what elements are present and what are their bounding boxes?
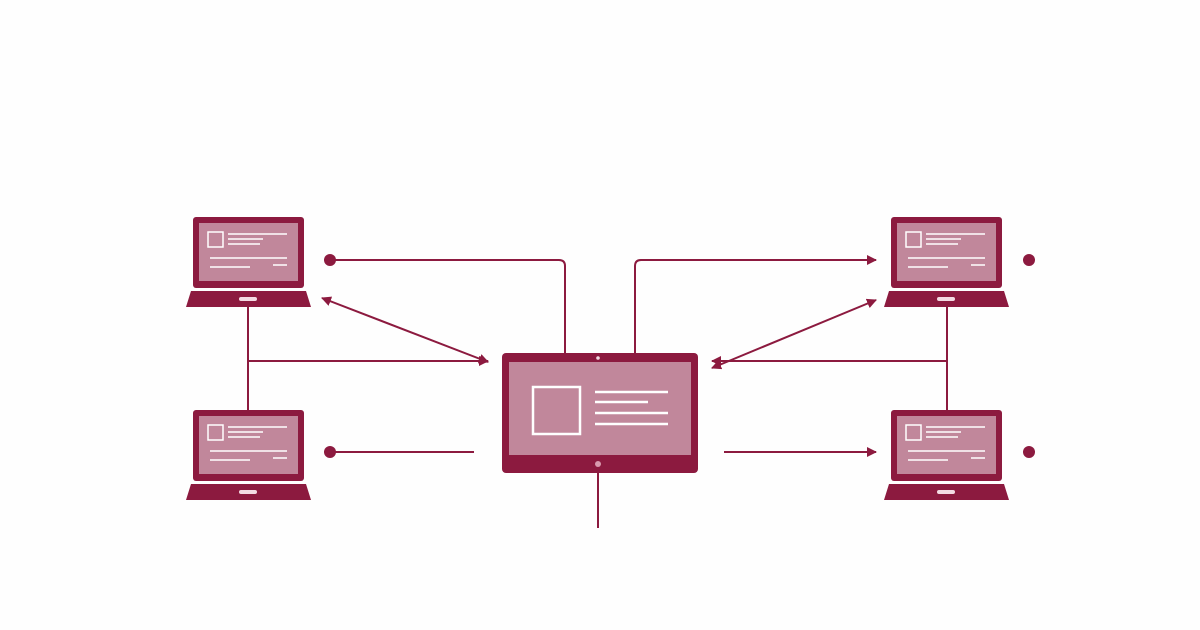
double-arrow-left — [321, 296, 489, 364]
dot-bottom-right — [1023, 446, 1035, 458]
dot-top-left — [324, 254, 336, 266]
connector-top-left — [330, 259, 566, 353]
double-arrow-right — [711, 298, 877, 370]
laptop-icon — [883, 216, 1010, 308]
dot-bottom-left — [324, 446, 336, 458]
arrow-monitor-to-top-right — [634, 255, 877, 353]
laptop-icon — [185, 216, 312, 308]
dot-top-right — [1023, 254, 1035, 266]
laptop-icon — [883, 409, 1010, 501]
monitor-icon — [502, 353, 698, 473]
laptop-icon — [185, 409, 312, 501]
